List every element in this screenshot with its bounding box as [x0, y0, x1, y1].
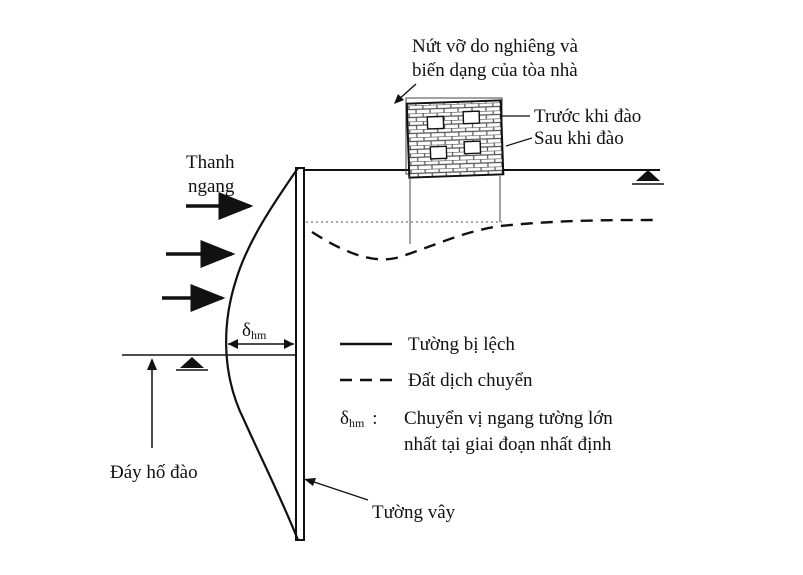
crack-label-line1: Nứt vỡ do nghiêng và — [412, 36, 579, 57]
deflected-wall-curve — [225, 167, 300, 541]
ground-symbol-right — [632, 170, 664, 185]
strut-label-line1: Thanh — [186, 152, 235, 173]
retaining-wall-label: Tường vây — [372, 502, 456, 523]
after-leader — [505, 137, 533, 147]
after-excavation-label: Sau khi đào — [534, 128, 624, 149]
legend-soil-displacement: Đất dịch chuyển — [408, 370, 533, 391]
crack-pointer — [394, 83, 417, 104]
delta-hm-dimension — [228, 339, 294, 349]
wall-pointer — [304, 478, 369, 501]
ground-symbol-left — [176, 357, 208, 371]
building-after — [405, 99, 505, 179]
legend-deflected-wall: Tường bị lệch — [408, 334, 515, 355]
crack-label-line2: biến dạng của tòa nhà — [412, 60, 578, 81]
strut-label-line2: ngang — [188, 176, 235, 197]
legend-delta-def-line1: Chuyển vị ngang tường lớn — [404, 408, 613, 429]
window — [426, 115, 445, 130]
window — [429, 145, 448, 160]
window — [463, 140, 482, 155]
legend-delta-def-line2: nhất tại giai đoạn nhất định — [404, 434, 612, 455]
retaining-wall — [295, 167, 305, 541]
window — [462, 110, 481, 125]
before-excavation-label: Trước khi đào — [534, 106, 641, 127]
soil-displacement-curve — [311, 218, 661, 261]
legend-delta-symbol: δhm: — [340, 408, 378, 430]
excavation-bottom-label: Đáy hố đào — [110, 462, 198, 483]
excavation-bottom-arrow — [147, 358, 157, 448]
delta-symbol: δhm — [242, 320, 267, 342]
building-foundation — [409, 176, 501, 244]
